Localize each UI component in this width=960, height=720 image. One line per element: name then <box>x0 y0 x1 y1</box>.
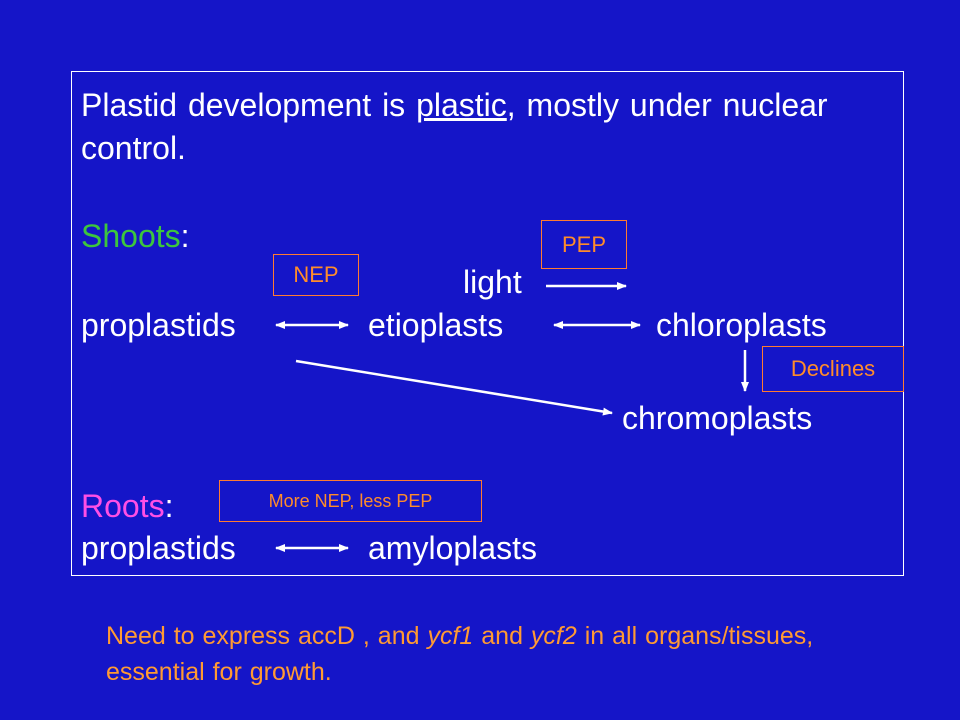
arrow-proplastids-chromoplasts <box>295 359 613 416</box>
chloroplasts: chloroplasts <box>656 307 827 343</box>
etioplasts: etioplasts <box>368 307 504 343</box>
note-part3: in all organs/tissues, essential for gro… <box>106 622 814 686</box>
shoots-label: Shoots <box>81 218 181 254</box>
note-gene-ycf2: ycf2 <box>530 622 577 650</box>
roots-label: Roots <box>81 488 165 524</box>
shoots-heading: Shoots: <box>81 218 190 254</box>
intro-part2: , mostly under nuclear control. <box>81 87 828 166</box>
footnote: Need to express accD , and ycf1 and ycf2… <box>106 618 866 690</box>
proplastids-shoot: proplastids <box>81 307 236 343</box>
content-panel <box>71 71 904 576</box>
declines-box: Declines <box>762 346 904 392</box>
amyloplasts: amyloplasts <box>368 530 537 566</box>
more-nep-less-pep-box: More NEP, less PEP <box>219 480 482 522</box>
pep-box: PEP <box>541 220 627 269</box>
proplastids-root: proplastids <box>81 530 236 566</box>
note-part2: and <box>473 622 531 650</box>
nep-box: NEP <box>273 254 359 296</box>
intro-underlined-word: plastic <box>416 87 507 123</box>
intro-part1: Plastid development is <box>81 87 417 123</box>
note-part1: Need to express accD , and <box>106 622 428 650</box>
roots-colon: : <box>164 488 174 524</box>
shoots-colon: : <box>180 218 190 254</box>
chromoplasts: chromoplasts <box>622 400 813 436</box>
note-gene-ycf1: ycf1 <box>427 622 474 650</box>
intro-text: Plastid development is plastic, mostly u… <box>81 84 891 170</box>
roots-heading: Roots: <box>81 488 173 524</box>
light-label: light <box>463 264 522 300</box>
